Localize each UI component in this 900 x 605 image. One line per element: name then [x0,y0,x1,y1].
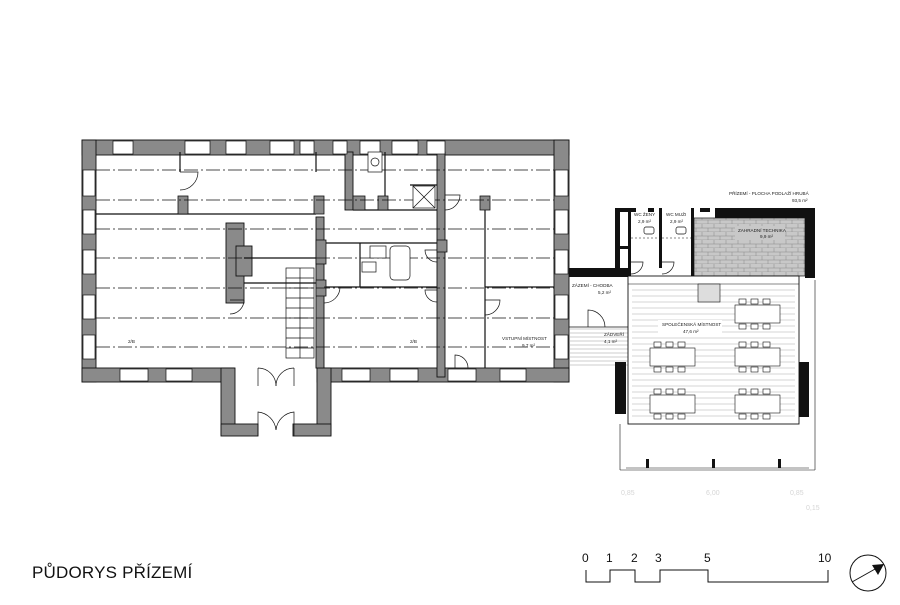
room-spolecenska-mistnost-name: SPOLEČENSKÁ MÍSTNOST [662,321,721,327]
table-group [734,298,781,330]
room-wc-muzi-name: WC MUŽI [666,210,686,217]
area-note-value: 93,5 m² [792,198,808,203]
room-wc-zeny-area: 2,9 m² [638,219,651,224]
wall-entrance-bottom-left [220,423,259,437]
wall-bottom-left [81,367,235,383]
room-zahradni-technika-area: 9,9 m² [760,234,773,239]
svg-text:0,15: 0,15 [806,505,820,512]
scale-label: 1 [606,551,613,565]
room-zazemi-chodba-name: ZÁZEMÍ - CHODBA [572,282,614,288]
table-group [649,341,696,373]
scale-label: 0 [582,551,589,565]
beam-markers: 2/B 2/B [128,339,417,344]
scale-label: 5 [704,551,711,565]
wc-fixtures [630,226,687,275]
doors [179,171,501,436]
svg-text:0,85: 0,85 [790,490,804,497]
table-group [649,388,696,420]
room-vstupni-mistnost: VSTUPNÍ MÍSTNOST 9,7 m² [502,335,547,348]
svg-text:0,85: 0,85 [621,490,635,497]
terrace-posts [646,459,781,468]
connector: ZÁZEMÍ - CHODBA 5,2 m² ZÁDVEŘÍ 4,1 m² [569,268,628,366]
room-name: VSTUPNÍ MÍSTNOST [502,335,547,341]
room-zahradni-technika-name: ZAHRADNÍ TECHNIKA [738,227,787,233]
tables [649,298,781,420]
north-arrow-icon [849,554,887,592]
table-group [734,388,781,420]
wall-entrance-bottom-right [292,423,332,437]
area-note-label: PŘÍZEMÍ - PLOCHA PODLAŽÍ HRUBÁ [729,189,810,196]
room-wc-muzi-area: 2,9 m² [670,219,683,224]
svg-text:6,00: 6,00 [706,490,720,497]
svg-text:2/B: 2/B [410,339,417,344]
structural-grid [96,169,554,348]
wall-interior-right [436,151,446,378]
old-building: 2/B 2/B VSTUPNÍ MÍSTNOST 9,7 m² [81,139,570,437]
scale-label: 3 [655,551,662,565]
scale-bar: 0 1 2 3 5 10 [582,551,832,583]
new-extension: PŘÍZEMÍ - PLOCHA PODLAŽÍ HRUBÁ 93,5 m² [615,189,820,512]
dimension-labels: 0,85 6,00 0,85 0,15 [621,490,820,512]
extension-walls [615,208,815,417]
svg-text:2/B: 2/B [128,339,135,344]
room-zadveri-area: 4,1 m² [604,339,617,344]
wall-interior-wc [344,151,354,211]
room-wc-zeny-name: WC ŽENY [634,210,655,217]
sanitary [361,151,436,281]
scale-label: 2 [631,551,638,565]
room-spolecenska-mistnost-area: 47,6 m² [683,329,699,334]
staircase [285,267,315,359]
room-zadveri-name: ZÁDVEŘÍ [604,330,625,337]
table-group [734,341,781,373]
room-zazemi-chodba-area: 5,2 m² [598,290,611,295]
chimney [235,245,253,277]
stove [697,283,721,303]
drawing-title: PŮDORYS PŘÍZEMÍ [32,563,193,582]
connector-top-wall [569,268,628,277]
room-area: 9,7 m² [522,343,535,348]
scale-label: 10 [818,551,832,565]
